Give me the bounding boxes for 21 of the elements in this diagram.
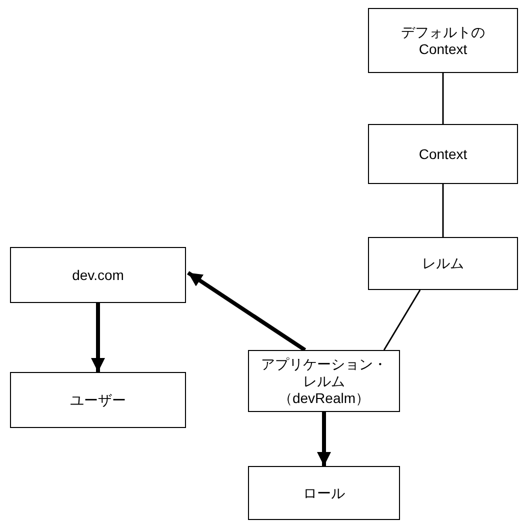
process-box [10,247,186,303]
connector-line [442,73,444,124]
box-label: ロール [302,484,346,502]
connector-line [442,184,444,237]
box-label: dev.com [71,266,125,284]
process-box [368,8,518,73]
connector-line [383,290,421,350]
arrow [317,412,331,466]
box-label: アプリケーション・レルム [260,356,388,390]
process-box [248,466,400,520]
box-label: ユーザー [69,392,127,408]
box-label: デフォルトの Context [400,24,486,58]
box-label: レルム [421,255,465,272]
box-label: Context [418,146,468,162]
process-box [248,350,400,412]
process-box [368,124,518,184]
box-label: （devRealm） [277,390,371,406]
arrow [91,303,105,372]
process-box [368,237,518,290]
process-box [10,372,186,428]
arrow [187,271,306,352]
